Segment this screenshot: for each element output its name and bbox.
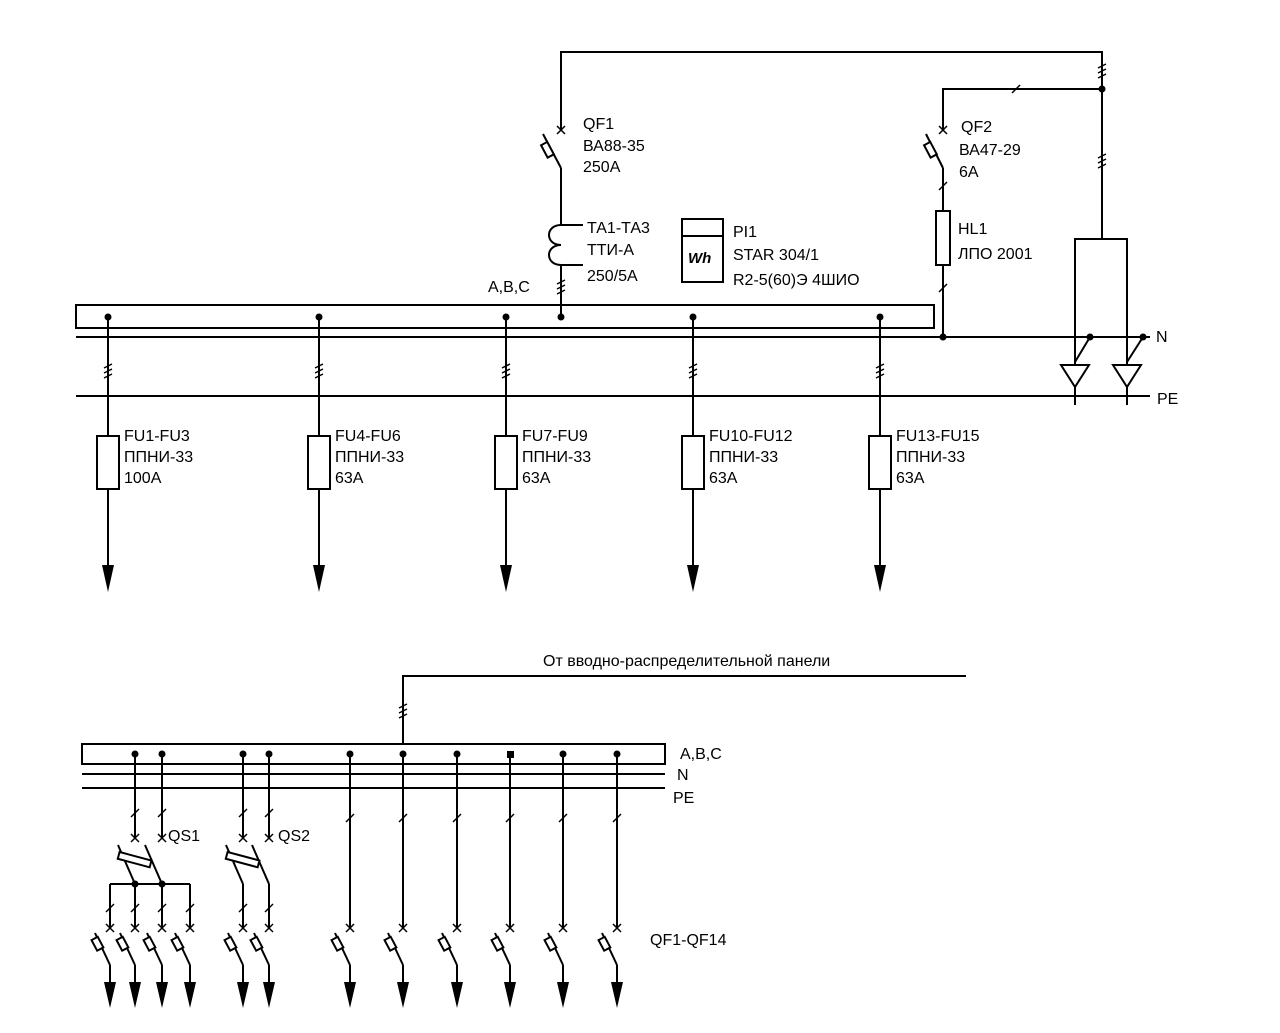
fuse-feeder: FU7-FU9 ППНИ-33 63А (494, 313, 591, 592)
lower-pe-label: PE (673, 790, 694, 807)
pi-spec: R2-5(60)Э 4ШИО (733, 272, 860, 289)
qf1-rating: 250А (583, 159, 621, 176)
breaker-feeder (223, 903, 249, 1008)
breaker-feeder (115, 903, 141, 1008)
fuse-feeder: FU1-FU3 ППНИ-33 100А (96, 313, 193, 592)
fuse-rating: 100А (124, 470, 162, 487)
breaker-feeder (90, 903, 116, 1008)
breaker-feeder (543, 750, 569, 1008)
pe-label: PE (1157, 391, 1178, 408)
qs2-switch: QS2 (224, 750, 310, 928)
fuse-rating: 63А (896, 470, 925, 487)
qs1-outgoing (109, 884, 191, 928)
hl-name: HL1 (958, 221, 987, 238)
energy-meter: Wh PI1 STAR 304/1 R2-5(60)Э 4ШИО (681, 218, 860, 289)
pi-name: PI1 (733, 224, 757, 241)
surge-arresters (1059, 238, 1147, 405)
qf-group-label: QF1-QF14 (650, 932, 727, 949)
lower-diagram: От вводно-распределительной панели A,B,C… (81, 653, 966, 1008)
breaker-feeder (490, 751, 516, 1008)
hl1-lamp: HL1 ЛПО 2001 (935, 210, 1033, 341)
breaker-feeder (597, 750, 623, 1008)
lower-busbar-abc (81, 743, 666, 765)
breaker-feeder (437, 750, 463, 1008)
fuse-type: ППНИ-33 (709, 449, 778, 466)
source-label: От вводно-распределительной панели (543, 653, 830, 670)
ta-type: ТТИ-А (587, 242, 634, 259)
lower-neutral-label: N (677, 767, 689, 784)
current-transformer: ТА1-ТА3 ТТИ-А 250/5А (548, 220, 650, 321)
ta-name: ТА1-ТА3 (587, 220, 650, 237)
lower-bus-label: A,B,C (680, 746, 722, 763)
main-bus-label: A,B,C (488, 279, 530, 296)
pi-type: STAR 304/1 (733, 247, 819, 264)
breaker-feeder (383, 750, 409, 1008)
ta-ratio: 250/5А (587, 268, 638, 285)
qf1-type: ВА88-35 (583, 138, 645, 155)
qf2-name: QF2 (961, 119, 992, 136)
fuse-name: FU10-FU12 (709, 428, 793, 445)
fuse-name: FU1-FU3 (124, 428, 190, 445)
upper-diagram: A,B,C N PE QF1 ВА88-35 250А (75, 51, 1178, 592)
fuse-type: ППНИ-33 (896, 449, 965, 466)
fuse-name: FU4-FU6 (335, 428, 401, 445)
meter-symbol: Wh (688, 250, 711, 267)
fuse-type: ППНИ-33 (335, 449, 404, 466)
fuse-feeder: FU13-FU15 ППНИ-33 63А (868, 313, 980, 592)
source-feed-line (402, 675, 966, 754)
breaker-feeder (330, 750, 356, 1008)
qf2-rating: 6А (959, 164, 979, 181)
fuse-feeders: FU1-FU3 ППНИ-33 100А FU4-FU6 ППНИ-33 63А (96, 313, 980, 592)
breaker-feeder (170, 903, 196, 1008)
fuse-rating: 63А (709, 470, 738, 487)
hl-type: ЛПО 2001 (958, 246, 1033, 263)
fuse-rating: 63А (522, 470, 551, 487)
breaker-feeder (249, 903, 275, 1008)
top-feed-line (560, 51, 1103, 239)
breaker-feeder (142, 903, 168, 1008)
qf2-branch-line (942, 88, 1102, 130)
qf1-breaker: QF1 ВА88-35 250А (539, 116, 645, 225)
fuse-rating: 63А (335, 470, 364, 487)
qs2-label: QS2 (278, 828, 310, 845)
fuse-type: ППНИ-33 (522, 449, 591, 466)
fuse-type: ППНИ-33 (124, 449, 193, 466)
qs1-label: QS1 (168, 828, 200, 845)
fuse-name: FU13-FU15 (896, 428, 980, 445)
neutral-label: N (1156, 329, 1168, 346)
qs1-switch: QS1 (110, 750, 200, 888)
fuse-feeder: FU4-FU6 ППНИ-33 63А (307, 313, 404, 592)
fuse-name: FU7-FU9 (522, 428, 588, 445)
outgoing-breakers: QF1-QF14 (90, 750, 727, 1008)
qf1-name: QF1 (583, 116, 614, 133)
qf2-type: ВА47-29 (959, 142, 1021, 159)
fuse-feeder: FU10-FU12 ППНИ-33 63А (681, 313, 793, 592)
